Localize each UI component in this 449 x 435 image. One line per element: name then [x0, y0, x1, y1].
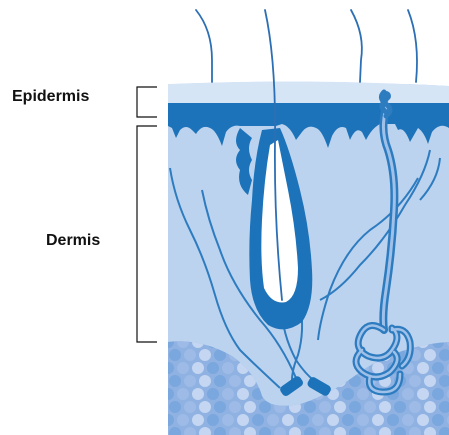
fat-cell — [424, 375, 436, 387]
fat-cell — [229, 375, 241, 387]
fat-cell — [297, 414, 309, 426]
fat-cell — [409, 401, 421, 413]
epidermis-surface — [168, 81, 449, 104]
fat-cell — [267, 414, 279, 426]
fat-cell — [207, 414, 219, 426]
fat-cell — [169, 349, 181, 361]
fat-cell — [177, 362, 189, 374]
fat-cell — [214, 401, 226, 413]
fat-cell — [357, 414, 369, 426]
fat-cell — [199, 401, 211, 413]
fat-cell — [402, 388, 414, 400]
fat-cell — [192, 362, 204, 374]
fat-cell — [424, 401, 436, 413]
fat-cell — [417, 388, 429, 400]
fat-cell — [342, 414, 354, 426]
fat-cell — [304, 401, 316, 413]
fat-cell — [199, 375, 211, 387]
fat-cell — [432, 362, 444, 374]
fat-cell — [244, 401, 256, 413]
fat-cell — [432, 414, 444, 426]
fat-cell — [214, 375, 226, 387]
fat-cell — [282, 414, 294, 426]
fat-cell — [312, 414, 324, 426]
fat-cell — [229, 401, 241, 413]
fat-cell — [424, 349, 436, 361]
fat-cell — [327, 414, 339, 426]
fat-cell — [184, 349, 196, 361]
fat-cell — [169, 401, 181, 413]
fat-cell — [184, 375, 196, 387]
fat-cell — [319, 401, 331, 413]
fat-cell — [417, 362, 429, 374]
fat-cell — [387, 414, 399, 426]
fat-cell — [394, 401, 406, 413]
fat-cell — [357, 388, 369, 400]
fat-cell — [372, 362, 384, 374]
fat-cell — [192, 414, 204, 426]
fat-cell — [177, 388, 189, 400]
fat-cell — [184, 401, 196, 413]
fat-cell — [207, 388, 219, 400]
fat-cell — [364, 401, 376, 413]
fat-cell — [199, 349, 211, 361]
fat-cell — [402, 414, 414, 426]
fat-cell — [409, 375, 421, 387]
fat-cell — [207, 362, 219, 374]
fat-cell — [162, 362, 174, 374]
fat-cell — [372, 414, 384, 426]
fat-cell — [169, 375, 181, 387]
fat-cell — [192, 388, 204, 400]
fat-cell — [334, 401, 346, 413]
epidermis-bracket — [137, 87, 157, 117]
fat-cell — [222, 388, 234, 400]
fat-cell — [342, 388, 354, 400]
fat-cell — [162, 388, 174, 400]
fat-cell — [162, 414, 174, 426]
fat-cell — [237, 388, 249, 400]
fat-cell — [252, 414, 264, 426]
dermis-bracket — [137, 126, 157, 342]
fat-cell — [349, 401, 361, 413]
fat-cell — [432, 388, 444, 400]
fat-cell — [222, 414, 234, 426]
fat-cell — [222, 362, 234, 374]
fat-cell — [417, 414, 429, 426]
fat-cell — [379, 401, 391, 413]
fat-cell — [177, 414, 189, 426]
fat-cell — [237, 414, 249, 426]
